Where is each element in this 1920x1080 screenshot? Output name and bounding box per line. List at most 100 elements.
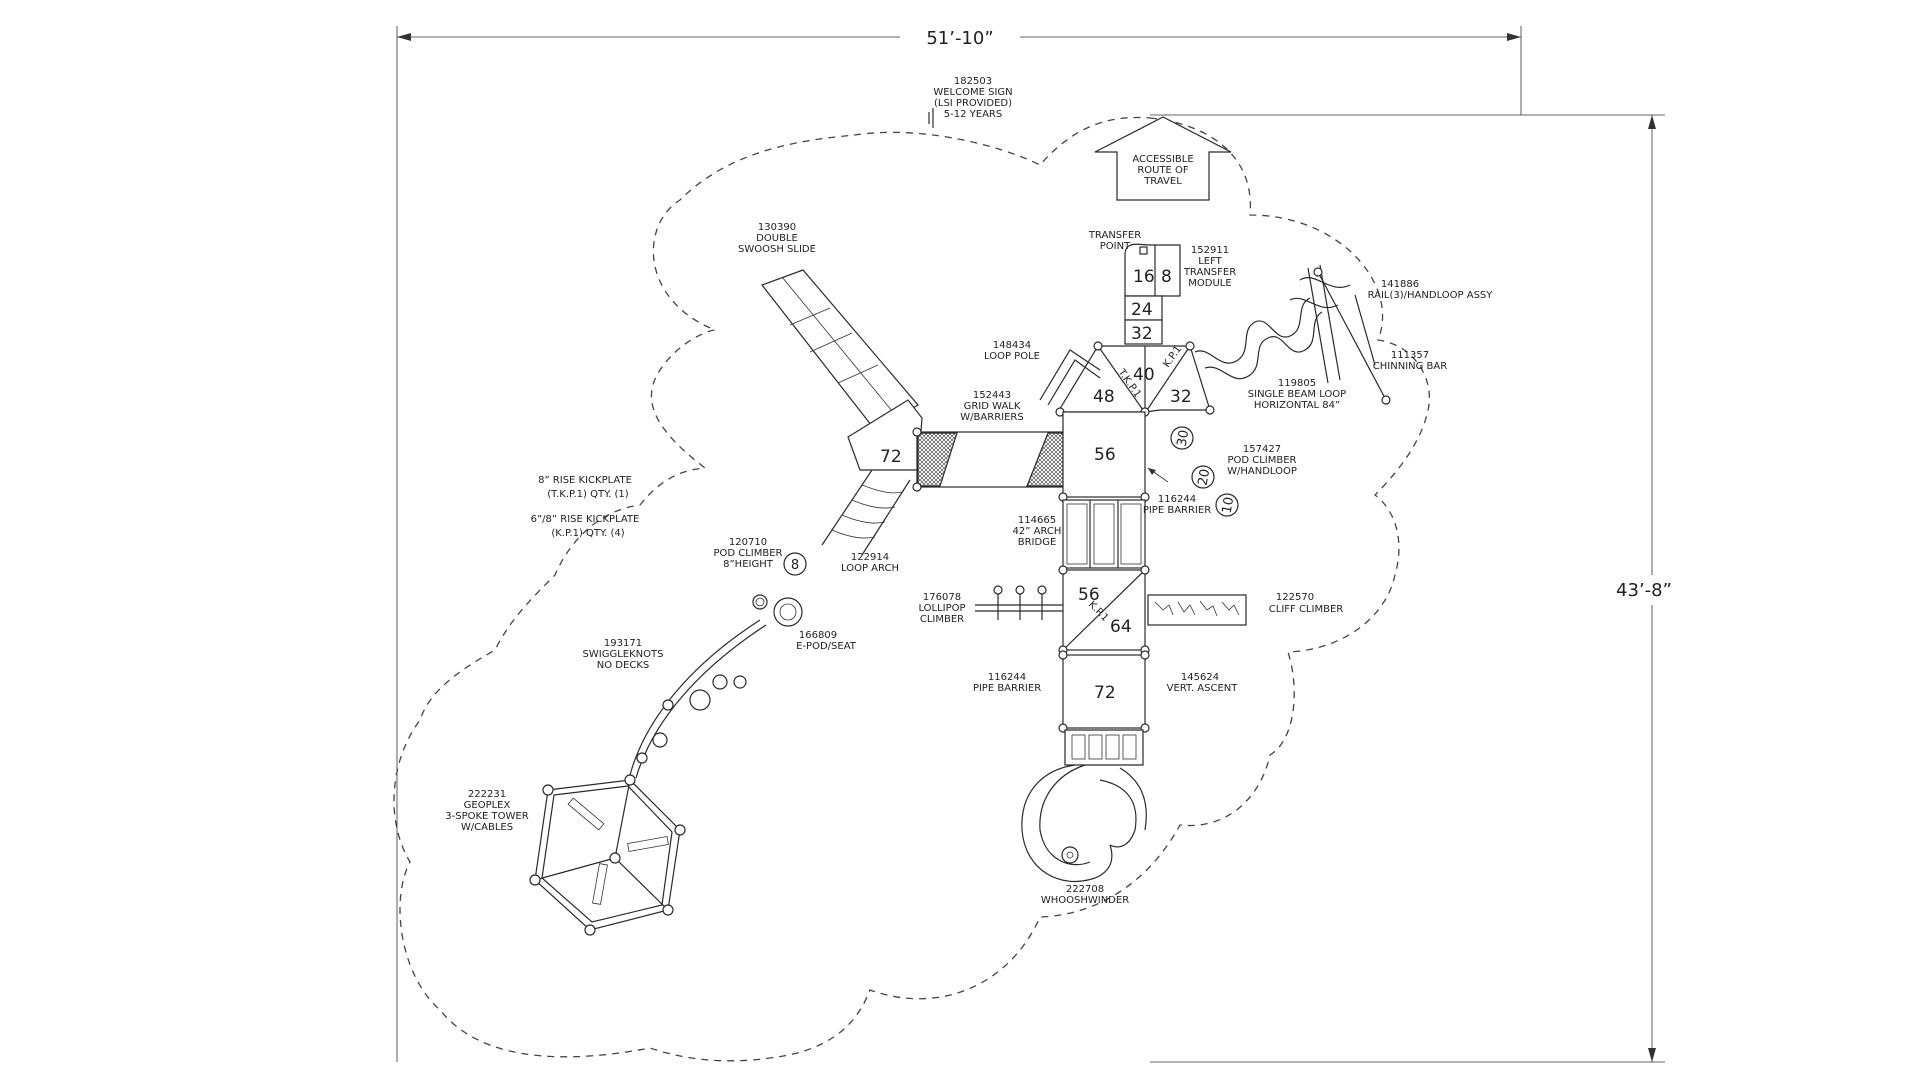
pod-height-20: 20 <box>1196 468 1214 487</box>
whooshwinder-label: WHOOSHWINDER <box>1041 895 1129 906</box>
deck-height-56-lower: 56 <box>1078 585 1100 605</box>
pipe-barrier-upper: 116244 PIPE BARRIER <box>1143 467 1211 516</box>
welcome-sign: 182503 WELCOME SIGN (LSI PROVIDED) 5-12 … <box>928 76 1013 128</box>
pipe-barrier-label: PIPE BARRIER <box>973 683 1041 694</box>
kickplate-note: (K.P.1) QTY. (4) <box>551 528 624 539</box>
geoplex-code: 222231 <box>468 789 506 800</box>
kickplate-note: 8” RISE KICKPLATE <box>538 475 632 486</box>
transfer-module-label: LEFT <box>1198 256 1222 267</box>
transfer-module-label: TRANSFER <box>1183 267 1236 278</box>
slide-code: 130390 <box>758 222 796 233</box>
deck-height-72-lower: 72 <box>1094 683 1116 703</box>
deck-height-56-upper: 56 <box>1094 445 1116 465</box>
welcome-sign-label: WELCOME SIGN <box>933 87 1012 98</box>
single-beam-loop-label: SINGLE BEAM LOOP <box>1248 389 1346 400</box>
transfer-module-code: 152911 <box>1191 245 1229 256</box>
pod-climber-code: 157427 <box>1243 444 1281 455</box>
arch-bridge-code: 114665 <box>1018 515 1056 526</box>
deck-height-32-side: 32 <box>1170 387 1192 407</box>
deck-height-16: 16 <box>1133 267 1155 287</box>
slide-label: DOUBLE <box>756 233 798 244</box>
deck-56-64-lower: 56 64 K.P.1 <box>1058 565 1150 655</box>
epod-seat-label-text: E-POD/SEAT <box>796 641 857 652</box>
lollipop-climber-label: LOLLIPOP <box>918 603 965 614</box>
rail-handloop-code: 141886 <box>1381 279 1419 290</box>
deck-height-8: 8 <box>1161 267 1172 287</box>
arch-bridge: 114665 42” ARCH BRIDGE <box>1013 499 1146 569</box>
grid-walk-label-text: GRID WALK <box>964 401 1021 412</box>
pipe-barrier-label: PIPE BARRIER <box>1143 505 1211 516</box>
deck-height-72-slide: 72 <box>880 447 902 467</box>
pod-climber-label: W/HANDLOOP <box>1227 466 1297 477</box>
lollipop-climber-label: CLIMBER <box>920 614 964 625</box>
swiggleknots-label: NO DECKS <box>597 660 649 671</box>
double-swoosh-slide: 72 <box>761 269 923 471</box>
pipe-barrier-code: 116244 <box>1158 494 1196 505</box>
chinning-bar-label: CHINNING BAR <box>1373 361 1447 372</box>
cliff-climber: 122570 CLIFF CLIMBER <box>1147 592 1343 626</box>
pod-height-10: 10 <box>1220 496 1238 515</box>
accessible-route-label: ROUTE OF <box>1137 165 1189 176</box>
loop-arch-label: 122914 LOOP ARCH <box>841 552 899 574</box>
epod-seat-code: 166809 <box>799 630 837 641</box>
deck-72-lower: 72 <box>1058 650 1150 733</box>
chinning-bar-code: 111357 <box>1391 350 1429 361</box>
deck-height-24: 24 <box>1131 300 1153 320</box>
pod-climber-8: 8 120710 POD CLIMBER 8”HEIGHT <box>713 537 807 576</box>
deck-height-40: 40 <box>1133 365 1155 385</box>
geoplex-label: W/CABLES <box>461 822 513 833</box>
pod-height-8: 8 <box>791 558 799 573</box>
loop-arch <box>821 469 911 556</box>
loop-pole: 148434 LOOP POLE <box>984 340 1101 406</box>
transfer-point-label: TRANSFER POINT 152911 LEFT TRANSFER MODU… <box>1088 230 1236 289</box>
transfer-point-text: POINT <box>1100 241 1131 252</box>
arch-bridge-label: 42” ARCH <box>1013 526 1062 537</box>
welcome-sign-label: 5-12 YEARS <box>944 109 1002 120</box>
vert-ascent-label: 145624 VERT. ASCENT <box>1167 672 1239 694</box>
pod-climber-code: 120710 <box>729 537 767 548</box>
grid-walk-label-text: W/BARRIERS <box>960 412 1023 423</box>
swiggleknots-label: SWIGGLEKNOTS <box>583 649 664 660</box>
loop-arch-code: 122914 <box>851 552 889 563</box>
geoplex-label: GEOPLEX <box>464 800 511 811</box>
accessible-route-arrow: ACCESSIBLE ROUTE OF TRAVEL <box>1094 116 1232 201</box>
transfer-point-text: TRANSFER <box>1088 230 1141 241</box>
pod-climber-handloop: 30 20 10 157427 POD CLIMBER W/HANDLOOP <box>1170 426 1297 517</box>
depth-dimension-label: 43’-8” <box>1616 580 1672 601</box>
accessible-route-label: ACCESSIBLE <box>1132 154 1193 165</box>
rail-handloop-label: RAIL(3)/HANDLOOP ASSY <box>1368 290 1494 301</box>
pipe-barrier-lower: 116244 PIPE BARRIER <box>973 672 1041 694</box>
vert-ascent-code: 145624 <box>1181 672 1219 683</box>
rail-handloop-label: 141886 RAIL(3)/HANDLOOP ASSY <box>1368 279 1494 301</box>
width-dimension: 51’-10” <box>396 26 1522 1062</box>
deck-height-32: 32 <box>1131 324 1153 344</box>
accessible-route-label: TRAVEL <box>1143 176 1182 187</box>
transfer-module-label: MODULE <box>1188 278 1231 289</box>
whooshwinder: 222708 WHOOSHWINDER <box>1021 729 1147 906</box>
grid-walk-code: 152443 <box>973 390 1011 401</box>
pod-climber-label: 8”HEIGHT <box>723 559 774 570</box>
epod-seat-label: 166809 E-POD/SEAT <box>796 630 857 652</box>
slide-label: SWOOSH SLIDE <box>738 244 816 255</box>
geoplex-label: 3-SPOKE TOWER <box>445 811 528 822</box>
chinning-bar: 111357 CHINNING BAR <box>1313 267 1447 405</box>
whooshwinder-code: 222708 <box>1066 884 1104 895</box>
use-zone-boundary <box>393 116 1430 1062</box>
geoplex-tower: 222231 GEOPLEX 3-SPOKE TOWER W/CABLES <box>445 774 686 936</box>
vert-ascent-label-text: VERT. ASCENT <box>1167 683 1239 694</box>
swiggleknots: 193171 SWIGGLEKNOTS NO DECKS <box>583 594 803 779</box>
lollipop-climber: 176078 LOLLIPOP CLIMBER <box>918 585 1063 625</box>
width-dimension-label: 51’-10” <box>926 28 993 49</box>
pod-climber-label: POD CLIMBER <box>713 548 782 559</box>
single-beam-loop-label: HORIZONTAL 84” <box>1254 400 1340 411</box>
kickplate-note: (T.K.P.1) QTY. (1) <box>547 489 629 500</box>
single-beam-loop-code: 119805 <box>1278 378 1316 389</box>
deck-56-upper: 56 <box>1058 411 1150 502</box>
grid-walk <box>912 427 1072 492</box>
left-transfer-module: 16 8 24 32 <box>1124 243 1181 345</box>
loop-arch-label-text: LOOP ARCH <box>841 563 899 574</box>
tower-decks-upper: 40 48 32 T.K.P.1 K.P.1 K.P.1 <box>1055 341 1215 423</box>
loop-pole-code: 148434 <box>993 340 1031 351</box>
deck-height-48: 48 <box>1093 387 1115 407</box>
double-swoosh-slide-label: 130390 DOUBLE SWOOSH SLIDE <box>738 222 816 255</box>
